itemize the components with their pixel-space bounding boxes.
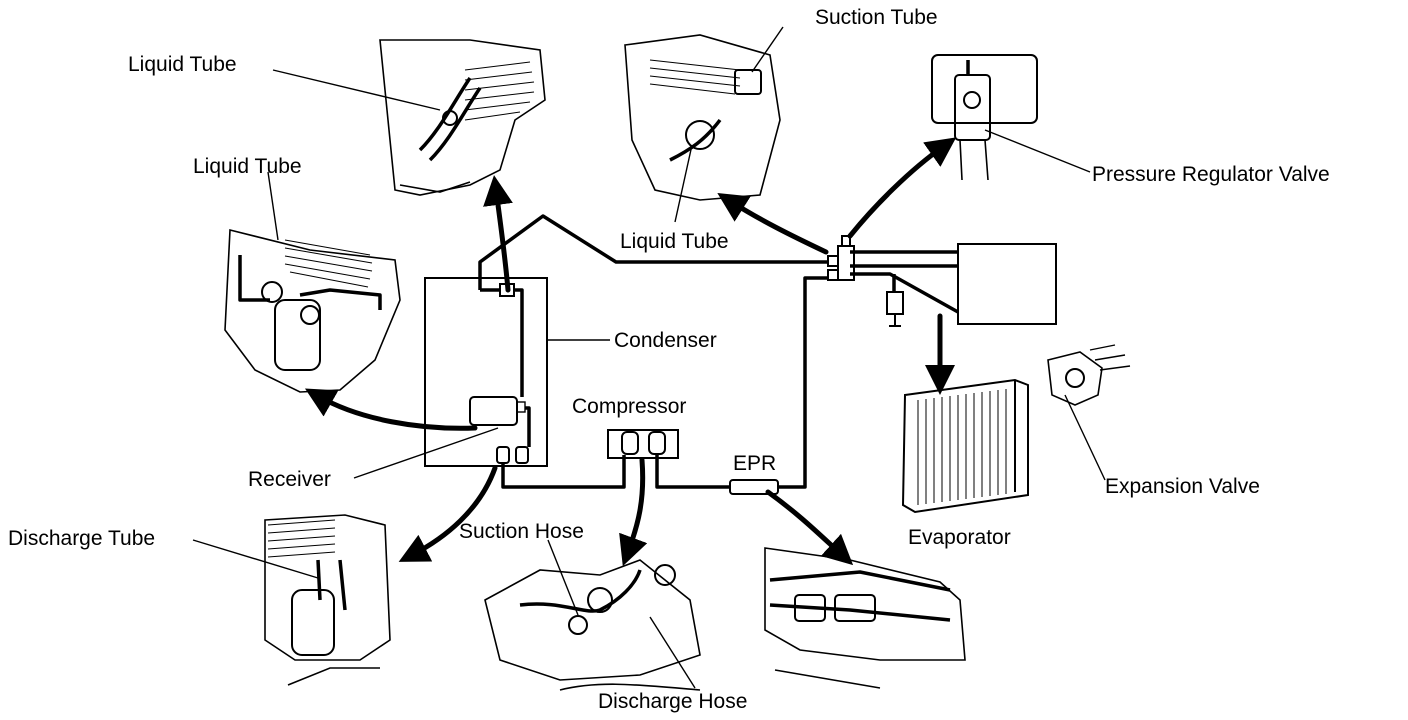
condenser-box	[424, 277, 548, 467]
label-pressure-regulator-valve: Pressure Regulator Valve	[1092, 163, 1330, 186]
label-evaporator: Evaporator	[908, 526, 1011, 549]
sketch-pressure-regulator-valve	[931, 54, 1038, 181]
sketch-discharge-tube	[264, 514, 391, 686]
label-suction-tube: Suction Tube	[815, 6, 938, 29]
compressor-body	[607, 429, 679, 459]
label-liquid-tube-center: Liquid Tube	[620, 230, 729, 253]
sketch-receiver	[224, 228, 401, 393]
sketch-epr	[764, 547, 966, 689]
callout-arrows	[304, 137, 957, 567]
label-suction-hose: Suction Hose	[459, 520, 584, 543]
label-receiver: Receiver	[248, 468, 331, 491]
sketch-evaporator	[901, 378, 1029, 514]
receiver-tank	[469, 396, 518, 426]
leader-lines	[192, 26, 1106, 689]
label-expansion-valve: Expansion Valve	[1105, 475, 1260, 498]
evaporator-box	[957, 243, 1057, 325]
schematic	[424, 214, 1057, 495]
sketch-liquid-tube-top	[379, 39, 546, 196]
label-discharge-hose: Discharge Hose	[598, 690, 747, 713]
label-discharge-tube: Discharge Tube	[8, 527, 155, 550]
sketch-suction-tube	[624, 34, 781, 201]
label-liquid-tube-left: Liquid Tube	[193, 155, 302, 178]
label-condenser: Condenser	[614, 329, 717, 352]
labels: Liquid Tube Liquid Tube Liquid Tube Suct…	[8, 6, 1330, 713]
label-liquid-tube-top: Liquid Tube	[128, 53, 237, 76]
sketch-expansion-valve	[1047, 344, 1131, 406]
label-epr: EPR	[733, 452, 776, 475]
sketch-compressor-hoses	[484, 559, 701, 691]
label-compressor: Compressor	[572, 395, 686, 418]
